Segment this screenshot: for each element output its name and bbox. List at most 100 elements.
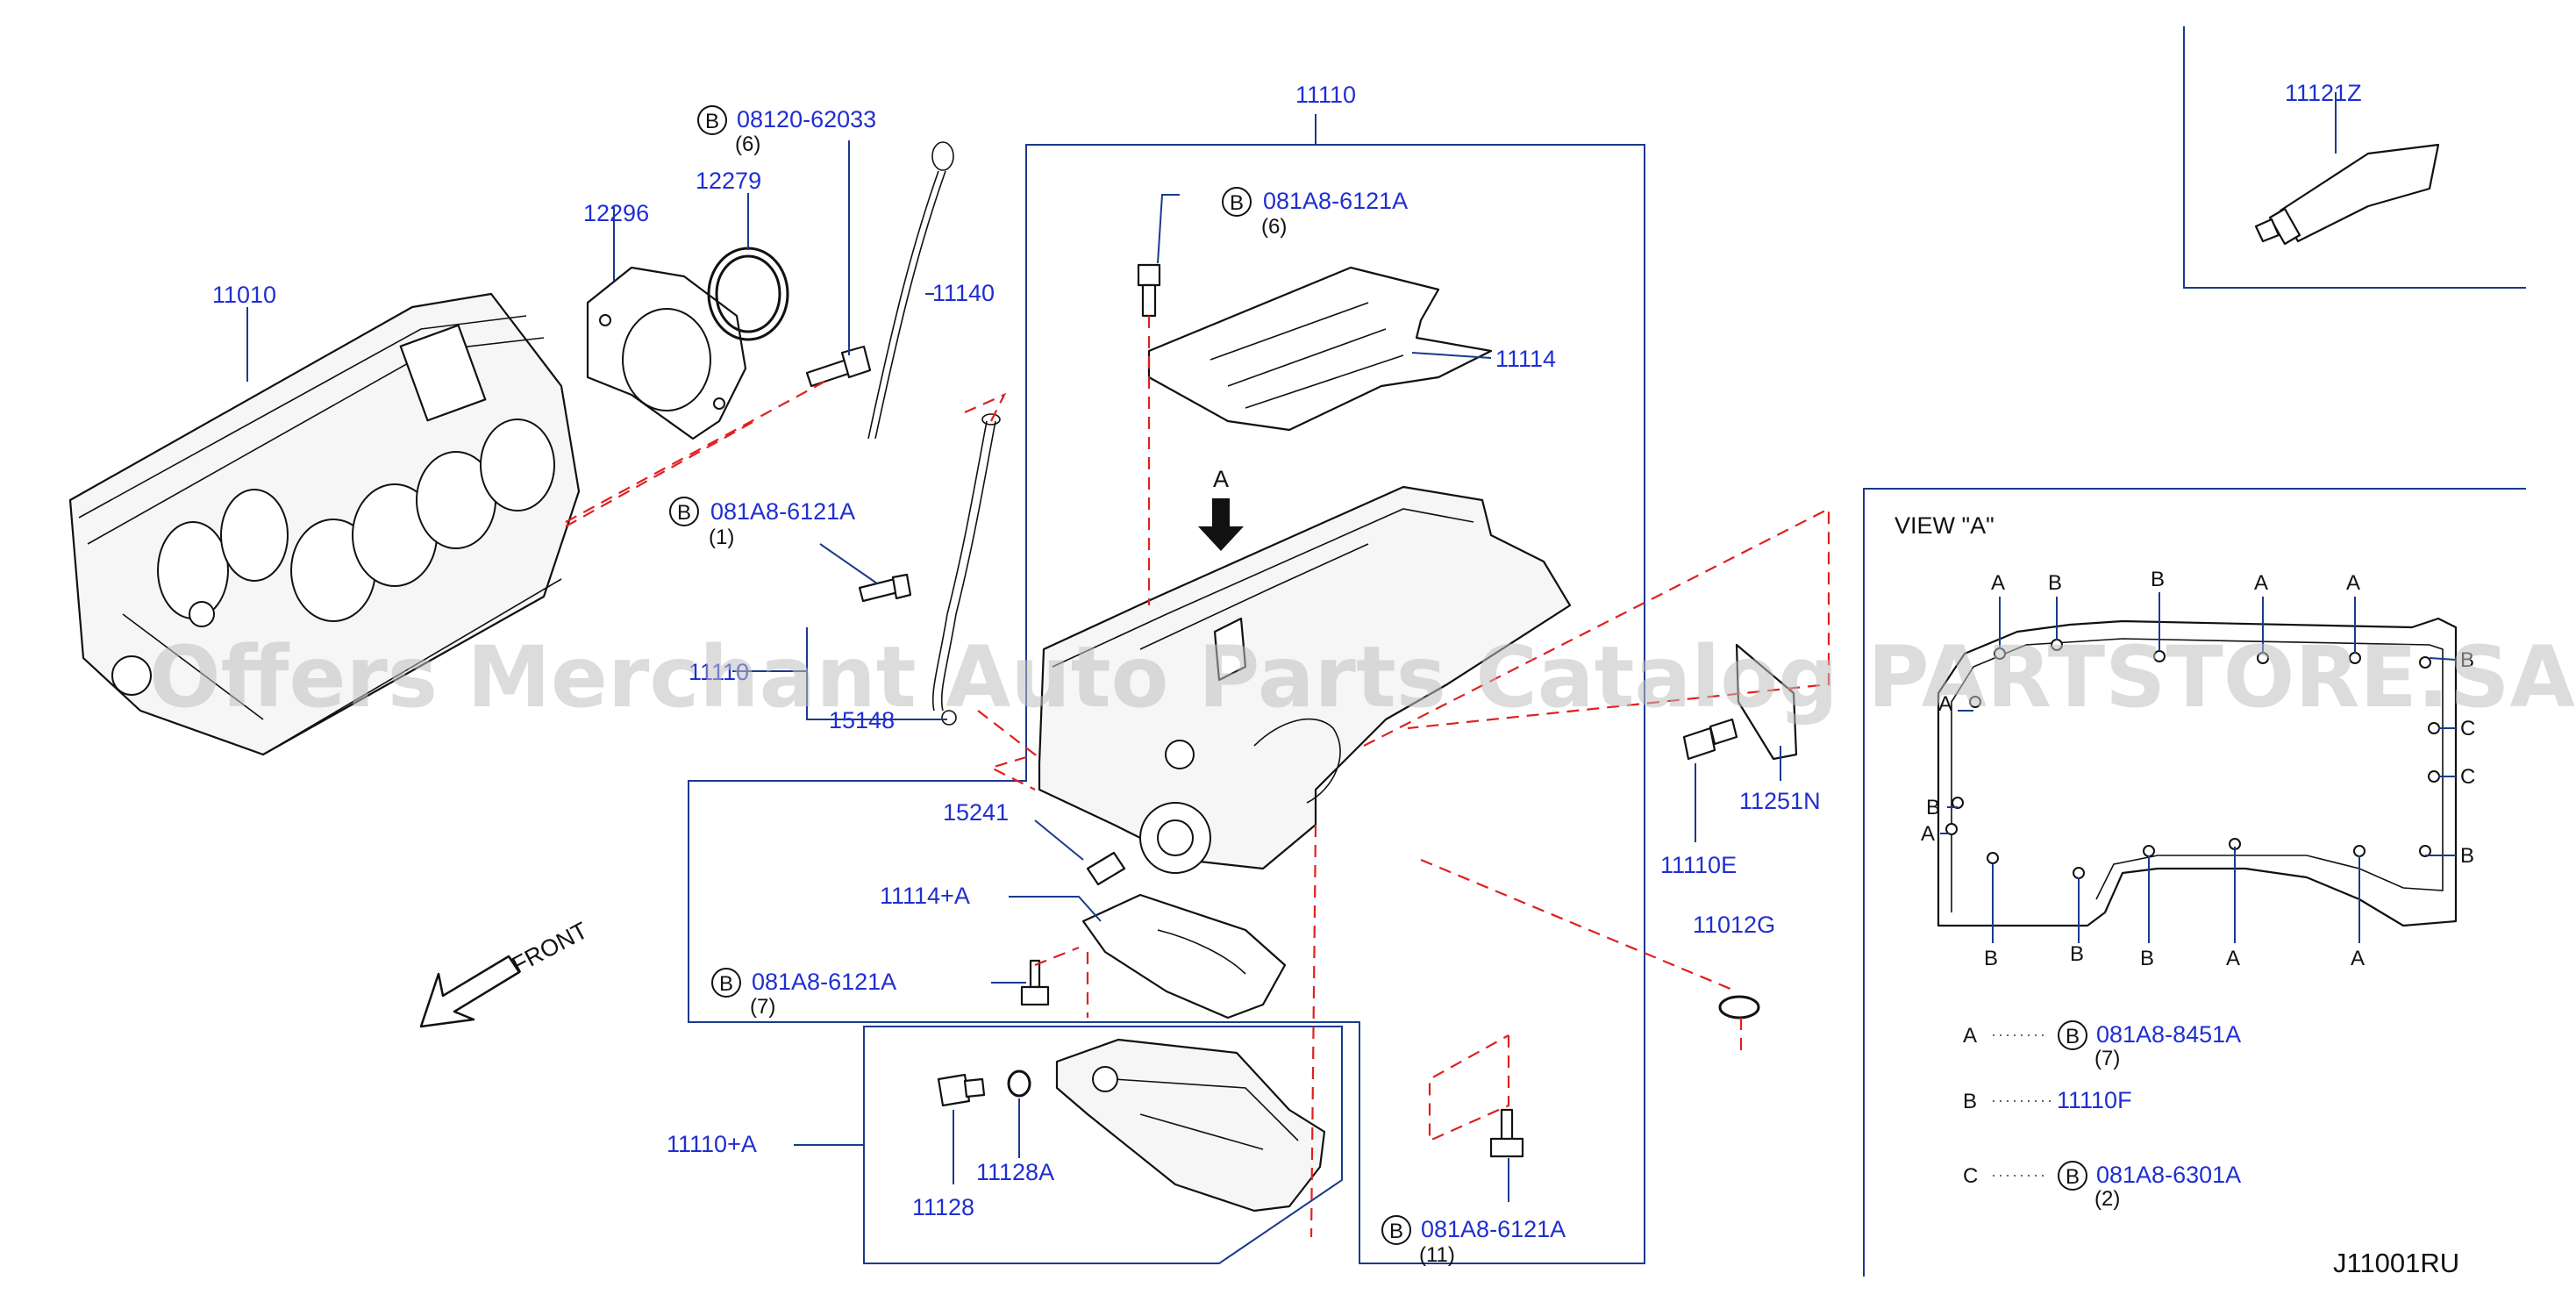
- label-15241: 15241: [943, 799, 1009, 826]
- view-a-marker-left-2: B: [1926, 796, 1940, 819]
- label-11128a: 11128A: [976, 1159, 1054, 1185]
- bolt-bottom-drawing: [1489, 1108, 1524, 1158]
- label-front: FRONT: [508, 917, 592, 978]
- legend-key-a: A: [1963, 1024, 1977, 1048]
- front-arrow: [419, 955, 521, 1028]
- label-11010: 11010: [212, 282, 276, 308]
- watermark: Offers Merchant Auto Parts Catalog PARTS…: [149, 628, 2575, 726]
- cylinder-block-drawing: [68, 292, 581, 756]
- label-11110a: 11110+A: [667, 1131, 757, 1157]
- plate-11251n-drawing: [1735, 643, 1798, 761]
- label-081a8-left-qty: (1): [709, 526, 734, 549]
- view-a-marker-bottom-2: B: [2070, 942, 2084, 966]
- legend-qty-a: (7): [2094, 1047, 2120, 1070]
- bolt-08120-drawing: [805, 345, 872, 388]
- svg-text:B: B: [705, 110, 719, 133]
- bolt-baffle-drawing: [1137, 263, 1161, 318]
- legend-part-b: 11110F: [2057, 1087, 2132, 1113]
- view-a-marker-top-5: A: [2346, 571, 2360, 595]
- view-a-title: VIEW "A": [1895, 512, 1994, 539]
- bolt-marker-mid: B: [711, 968, 741, 998]
- bolt-marker-top: B: [1222, 187, 1252, 217]
- dipstick-guide-drawing: [931, 413, 1001, 726]
- dipstick-drawing: [867, 141, 954, 440]
- label-1111x: 11110: [689, 659, 749, 685]
- bolt-marker-08120: B: [697, 105, 727, 135]
- view-a-marker-right-3: C: [2460, 765, 2475, 789]
- gasket-11114a-drawing: [1081, 893, 1287, 1019]
- label-11140: 11140: [932, 280, 995, 306]
- frame-lower-pan: [863, 1026, 1343, 1264]
- label-11128: 11128: [912, 1194, 974, 1220]
- svg-text:B: B: [1230, 191, 1244, 215]
- view-a-bolt-holes: [1945, 639, 2440, 879]
- view-a-outline: [1937, 592, 2458, 943]
- leader-lines: [246, 92, 2337, 1202]
- label-081a8-bot-qty: (11): [1419, 1243, 1455, 1267]
- label-11251n: 11251N: [1739, 788, 1821, 814]
- view-a-marker-bottom-5: A: [2351, 947, 2365, 970]
- svg-text:B: B: [1389, 1220, 1403, 1243]
- o-ring-drawing: [1718, 995, 1760, 1019]
- label-08120-qty: (6): [735, 132, 760, 156]
- label-081a8-bot: 081A8-6121A: [1421, 1216, 1566, 1242]
- view-a-marker-top-4: A: [2254, 571, 2268, 595]
- view-a-marker-top-3: B: [2151, 568, 2165, 591]
- label-081a8-top-qty: (6): [1261, 215, 1287, 239]
- svg-text:B: B: [719, 972, 733, 996]
- label-11121z: 11121Z: [2285, 80, 2362, 106]
- upper-oil-pan-drawing: [1038, 485, 1572, 874]
- pipe-15241-drawing: [1086, 851, 1126, 886]
- sealant-tube-drawing: [2254, 143, 2440, 246]
- legend-key-c: C: [1963, 1164, 1978, 1188]
- baffle-plate-drawing: [1147, 266, 1493, 432]
- label-081a8-top: 081A8-6121A: [1263, 188, 1408, 214]
- label-08120: 08120-62033: [737, 106, 876, 132]
- legend-part-a: 081A8-8451A: [2096, 1021, 2241, 1048]
- alignment-lines: [565, 316, 1830, 1238]
- svg-text:B: B: [2066, 1165, 2080, 1189]
- svg-text:B: B: [2066, 1025, 2080, 1048]
- label-11012g: 11012G: [1693, 912, 1775, 938]
- bolt-left-drawing: [858, 573, 912, 603]
- view-a-marker-left-1: A: [1938, 692, 1952, 716]
- view-a-marker-right-2: C: [2460, 717, 2475, 740]
- diagram-code: J11001RU: [2333, 1248, 2459, 1278]
- label-11114: 11114: [1495, 346, 1556, 372]
- view-a-marker-bottom-4: A: [2226, 947, 2240, 970]
- label-12279: 12279: [696, 168, 761, 194]
- label-view-arrow: A: [1213, 466, 1229, 492]
- view-a-marker-top-2: B: [2048, 571, 2062, 595]
- label-15148: 15148: [829, 707, 895, 733]
- bolt-mid-drawing: [1020, 959, 1050, 1006]
- frame-sealant-box: [2183, 26, 2526, 289]
- bolt-marker-legend-a: B: [2058, 1020, 2087, 1050]
- label-11110e: 11110E: [1660, 852, 1737, 878]
- legend-part-c: 081A8-6301A: [2096, 1162, 2241, 1188]
- legend-key-b: B: [1963, 1090, 1977, 1113]
- label-081a8-mid: 081A8-6121A: [752, 969, 896, 995]
- bolt-11110e-drawing: [1682, 718, 1738, 761]
- washer-drawing: [1007, 1070, 1031, 1098]
- label-081a8-mid-qty: (7): [750, 995, 775, 1019]
- legend-qty-c: (2): [2094, 1187, 2120, 1211]
- lower-oil-pan-drawing: [1055, 1038, 1326, 1213]
- label-11114a: 11114+A: [880, 883, 970, 909]
- frame-view-a: [1863, 488, 2526, 1277]
- seal-retainer-drawing: [586, 266, 747, 440]
- view-a-marker-left-3: A: [1921, 822, 1935, 846]
- label-11110: 11110: [1295, 82, 1356, 108]
- bolt-marker-legend-c: B: [2058, 1161, 2087, 1191]
- view-a-marker-right-4: B: [2460, 844, 2474, 868]
- view-a-marker-bottom-3: B: [2140, 947, 2154, 970]
- drain-plug-drawing: [937, 1073, 986, 1107]
- bolt-marker-left: B: [669, 497, 699, 526]
- view-a-marker-right-1: B: [2460, 648, 2474, 672]
- oil-seal-drawing: [707, 247, 789, 341]
- frame-oil-pan-assembly: [688, 144, 1645, 1264]
- label-12296: 12296: [583, 200, 649, 226]
- svg-text:B: B: [677, 501, 691, 525]
- view-a-arrow: [1198, 498, 1244, 551]
- view-a-marker-top-1: A: [1991, 571, 2005, 595]
